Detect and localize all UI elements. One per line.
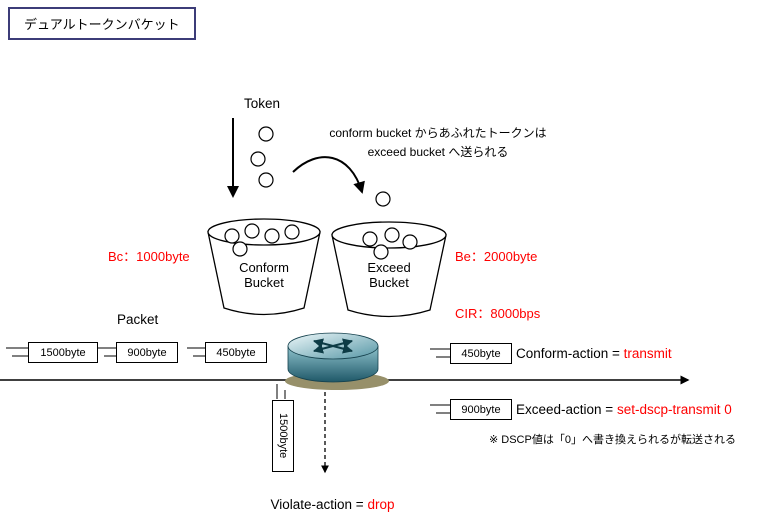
violate-action-packet-label: 1500byte xyxy=(277,413,289,459)
conform-bucket-name-line1: Conform xyxy=(239,260,289,275)
incoming-packet-450: 450byte xyxy=(205,342,267,363)
cir-param-label: CIR：8000bps xyxy=(455,306,541,321)
router-arrows-icon xyxy=(313,338,353,354)
incoming-packet-450-label: 450byte xyxy=(216,346,256,359)
exceed-action-packet-label: 900byte xyxy=(461,403,501,416)
incoming-packet-motion-lines xyxy=(6,347,205,357)
exceed-action-label: Exceed-action = xyxy=(516,402,617,417)
bc-param-label: Bc：1000byte xyxy=(108,249,190,264)
exceed-action-packet: 900byte xyxy=(450,399,512,420)
conform-bucket-icon xyxy=(207,218,321,316)
exceed-action-text: Exceed-action = set-dscp-transmit 0 xyxy=(516,400,732,419)
outgoing-packet-motion-lines xyxy=(430,348,450,414)
violate-action-label: Violate-action = xyxy=(270,497,368,512)
conform-action-label: Conform-action = xyxy=(516,346,624,361)
violate-action-packet: 1500byte xyxy=(272,400,294,472)
conform-action-text: Conform-action = transmit xyxy=(516,344,672,363)
token-label: Token xyxy=(244,96,281,111)
exceed-bucket-label: Exceed Bucket xyxy=(339,260,439,290)
conform-action-value: transmit xyxy=(623,346,672,361)
diagram-title: デュアルトークンバケット xyxy=(24,17,180,32)
incoming-packet-900-label: 900byte xyxy=(127,346,167,359)
router-icon xyxy=(285,332,389,390)
annotation-line1: conform bucket からあふれたトークンは xyxy=(329,126,547,140)
exceed-bucket-name-line1: Exceed xyxy=(367,260,411,275)
exceed-bucket-tokens xyxy=(362,227,418,260)
conform-action-packet-label: 450byte xyxy=(461,347,501,360)
conform-bucket-label: Conform Bucket xyxy=(214,260,314,290)
exceed-action-note: ※ DSCP値は「0」へ書き換えられるが転送される xyxy=(489,434,736,446)
violate-packet-motion-lines xyxy=(276,384,286,399)
diagram-title-box: デュアルトークンバケット xyxy=(8,7,196,40)
overflow-curved-arrow-icon xyxy=(292,156,365,194)
violate-action-value: drop xyxy=(367,497,395,512)
exceed-bucket-icon xyxy=(331,221,447,318)
violate-action-text: Violate-action = drop xyxy=(240,497,425,512)
be-param-label: Be：2000byte xyxy=(455,249,538,264)
conform-bucket-tokens xyxy=(224,223,300,257)
incoming-packet-1500-label: 1500byte xyxy=(40,346,86,359)
conform-bucket-name-line2: Bucket xyxy=(244,275,284,290)
exceed-bucket-name-line2: Bucket xyxy=(369,275,409,290)
falling-token-icons xyxy=(250,126,391,207)
packet-label: Packet xyxy=(117,312,159,327)
conform-action-packet: 450byte xyxy=(450,343,512,364)
incoming-packet-1500: 1500byte xyxy=(28,342,98,363)
incoming-packet-900: 900byte xyxy=(116,342,178,363)
overflow-annotation: conform bucket からあふれたトークンは exceed bucket… xyxy=(303,124,573,162)
annotation-line2: exceed bucket へ送られる xyxy=(367,145,509,159)
exceed-action-value: set-dscp-transmit 0 xyxy=(616,402,732,417)
